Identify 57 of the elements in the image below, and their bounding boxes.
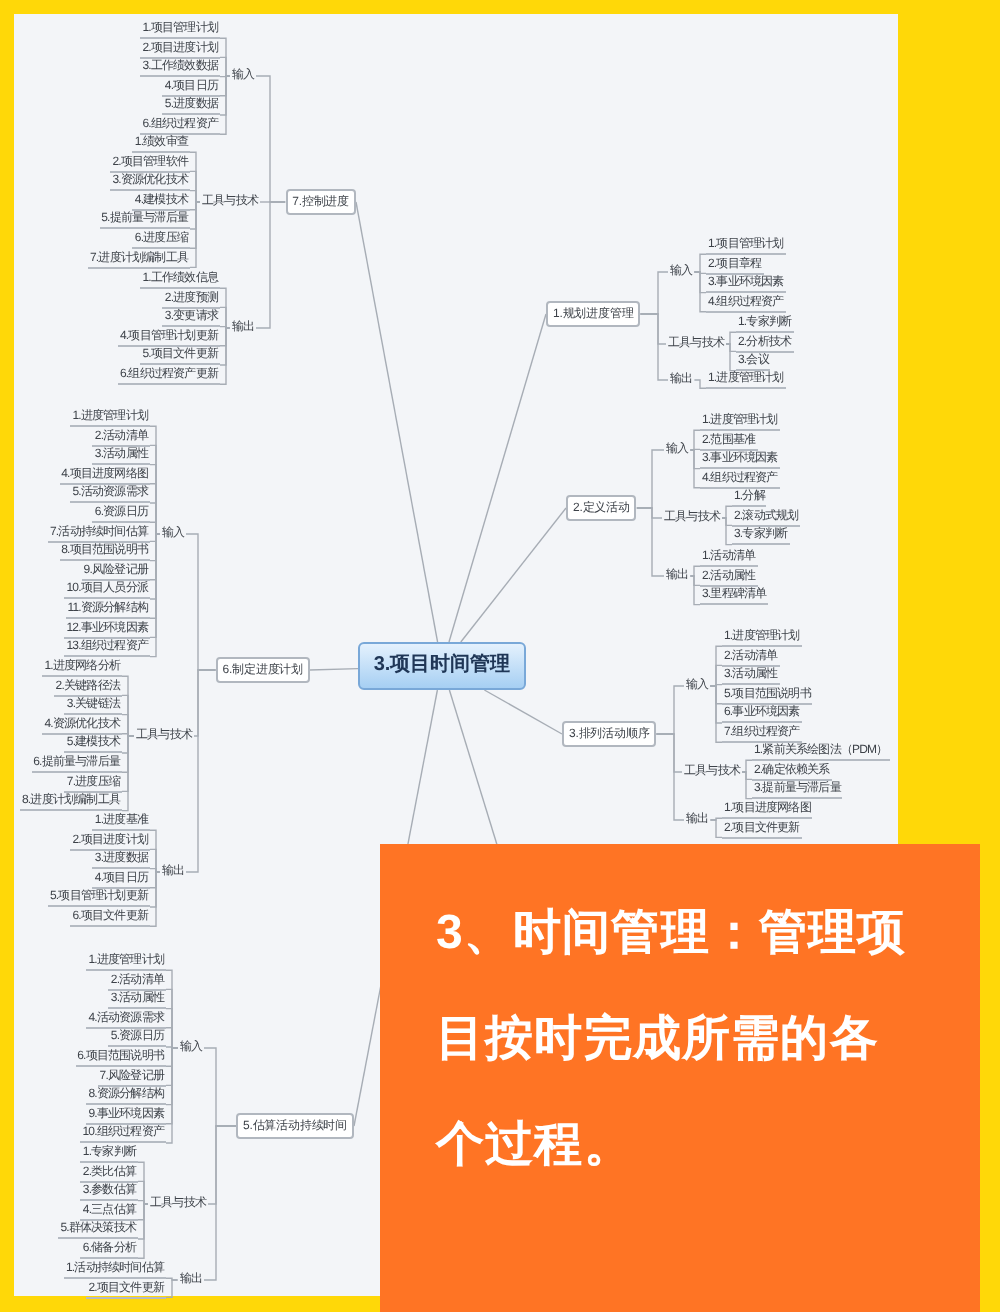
connector-line [137, 1199, 149, 1205]
connector-line [709, 819, 723, 839]
connector-line [149, 867, 161, 873]
connector-line [693, 379, 707, 389]
central-topic-box: 3.项目时间管理 [358, 642, 526, 690]
connector-line [309, 667, 359, 671]
connector-line [355, 201, 439, 643]
connector-line [693, 271, 707, 313]
connector-line [741, 759, 753, 773]
connector-line [709, 683, 723, 687]
connector-line [693, 253, 707, 273]
caption-panel: 3、时间管理：管理项目按时完成所需的各个过程。 [380, 844, 980, 1312]
connector-line [460, 507, 567, 643]
connector-line [203, 1125, 237, 1281]
connector-line [219, 75, 231, 78]
connector-line [689, 448, 701, 451]
connector-line [219, 325, 231, 329]
connector-line [219, 327, 231, 385]
connector-line [483, 689, 563, 735]
connector-line [189, 201, 201, 269]
connector-line [709, 664, 723, 687]
connector-line [721, 517, 733, 546]
connector-line [149, 871, 161, 927]
connector-line [639, 313, 669, 381]
connector-line [165, 1047, 179, 1144]
connector-line [689, 449, 701, 489]
connector-line [448, 689, 499, 849]
connector-line [149, 533, 161, 658]
connector-line [219, 306, 231, 329]
connector-line [165, 1279, 179, 1299]
connector-line [636, 507, 665, 577]
connector-line [165, 1277, 179, 1281]
connector-line [689, 575, 701, 606]
connector-line [709, 817, 723, 821]
connector-line [165, 1027, 179, 1049]
connector-line [149, 848, 161, 873]
connector-line [721, 505, 733, 519]
connector-line [741, 771, 753, 800]
connector-line [121, 713, 135, 737]
connector-line [137, 1203, 149, 1259]
connector-line [165, 1046, 179, 1049]
connector-line [121, 735, 135, 812]
connector-line [689, 429, 701, 451]
connector-line [725, 331, 737, 345]
connector-line [189, 189, 201, 203]
connector-line [121, 733, 135, 737]
connector-line [689, 565, 701, 577]
connector-line [255, 201, 286, 329]
connector-line [137, 1180, 149, 1205]
connector-line [219, 56, 231, 77]
connector-line [448, 313, 547, 643]
connector-line [185, 669, 217, 873]
connector-line [655, 733, 685, 821]
connector-line [709, 685, 723, 743]
connector-line [149, 521, 161, 535]
connector-line [219, 75, 231, 135]
connector-line [725, 343, 737, 372]
